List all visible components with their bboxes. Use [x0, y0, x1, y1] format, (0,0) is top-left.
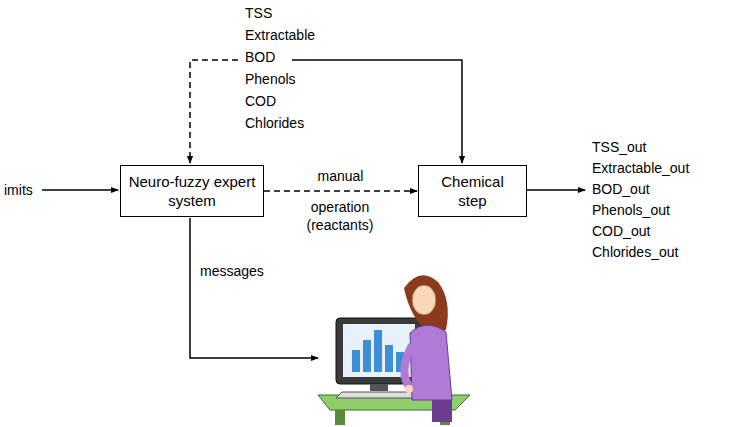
- input-parameter: Phenols: [245, 70, 296, 88]
- output-parameter: Chlorides_out: [592, 243, 678, 261]
- output-parameter: TSS_out: [592, 138, 646, 156]
- input-parameter: Chlorides: [245, 114, 304, 132]
- input-parameter: COD: [245, 92, 276, 110]
- feedback-arrow: [190, 60, 238, 163]
- dashed-connector: [264, 190, 417, 192]
- input-arrow: [42, 189, 118, 191]
- annotation: messages: [200, 262, 264, 280]
- output-arrow: [527, 189, 585, 191]
- annotation: operation (reactants): [284, 198, 396, 234]
- output-parameter: Extractable_out: [592, 159, 689, 177]
- input-parameter: Extractable: [245, 26, 315, 44]
- input-parameter: TSS: [245, 4, 272, 22]
- process-box: Chemical step: [418, 165, 527, 217]
- output-parameter: BOD_out: [592, 180, 650, 198]
- messages-arrow: [190, 218, 318, 358]
- input-arrow: [292, 60, 462, 163]
- operator-illustration: [318, 275, 470, 425]
- input-parameter: BOD: [245, 48, 275, 66]
- process-box: Neuro-fuzzy expert system: [120, 165, 264, 217]
- annotation: imits: [4, 181, 33, 199]
- box-text: Neuro-fuzzy expert system: [127, 172, 257, 210]
- edge-label: manual: [316, 167, 366, 185]
- box-text: Chemical step: [425, 172, 520, 210]
- output-parameter: Phenols_out: [592, 201, 670, 219]
- output-parameter: COD_out: [592, 222, 650, 240]
